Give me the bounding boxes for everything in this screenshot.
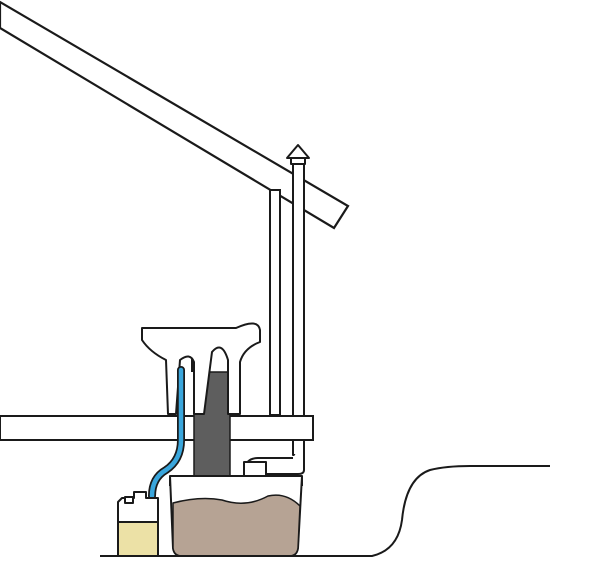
- urine-tube: [148, 366, 185, 500]
- compost-bin: [169, 475, 303, 557]
- wall-post: [269, 189, 281, 416]
- floor: [0, 415, 314, 441]
- urine-canister: [117, 491, 159, 557]
- vent-cap-icon: [286, 144, 310, 165]
- roof: [0, 0, 350, 230]
- ground-line: [100, 465, 550, 557]
- toilet-seat: [141, 322, 261, 415]
